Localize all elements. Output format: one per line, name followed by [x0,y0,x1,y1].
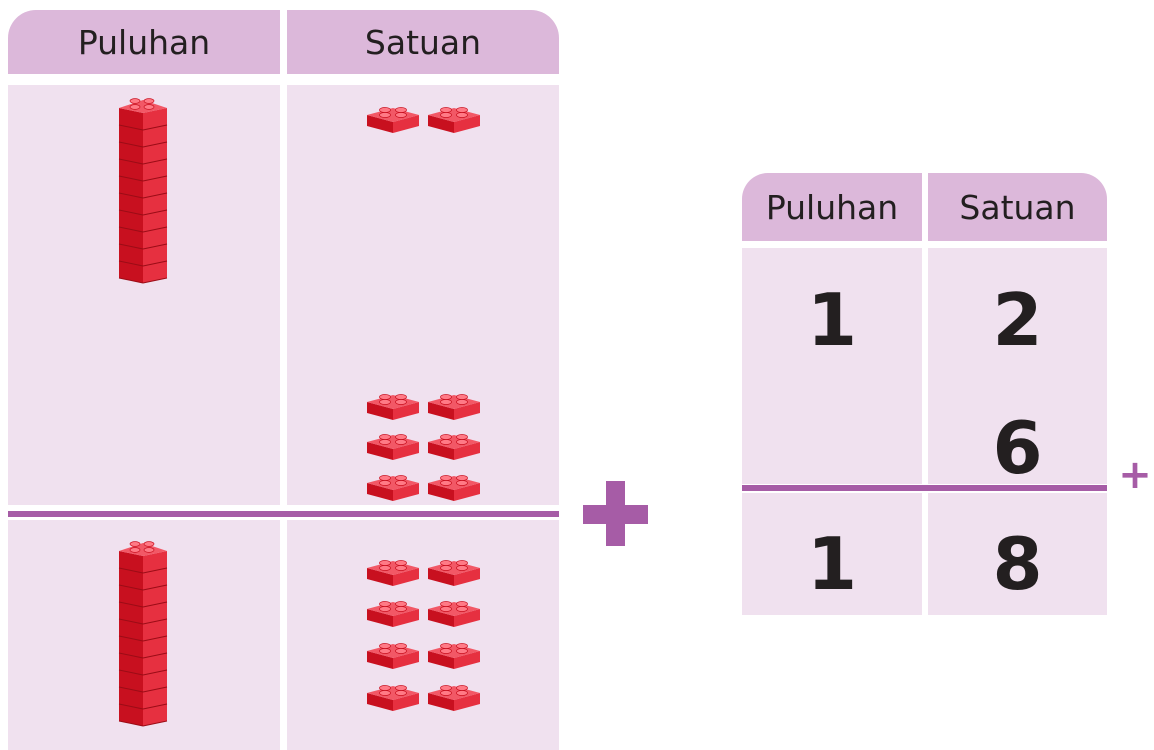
rod-layer [118,670,168,693]
unit-block [428,475,480,501]
left-header-tens-label: Puluhan [77,22,211,62]
unit-block [428,643,480,669]
unit-block [428,601,480,627]
unit-block [428,685,480,711]
right-top-tens-cell [742,248,922,484]
unit-block [367,475,419,501]
rod-top [119,541,167,556]
rod-layer [118,142,168,165]
rod-layer [118,176,168,199]
right-row2-tens-digit [742,398,922,498]
rod-layer [118,602,168,625]
rod-layer [118,159,168,182]
right-row3-tens-digit: 1 [806,522,858,606]
right-bottom-ones-cell [928,493,1107,615]
rod-layer [118,687,168,710]
rod-layer [118,108,168,131]
unit-block [367,560,419,586]
rod-layer [118,568,168,591]
right-sum-line [742,485,1107,491]
rod-layer [118,193,168,216]
right-header-ones: Satuan [928,173,1107,241]
right-header-tens: Puluhan [742,173,922,241]
unit-block [428,434,480,460]
left-header-ones-label: Satuan [364,22,482,62]
unit-block [428,107,480,133]
left-sum-line [8,511,559,517]
rod-layer [118,261,168,284]
rod-layer [118,585,168,608]
left-top-ones-cell [287,85,559,505]
rod-top [119,98,167,113]
ten-rod-row1 [118,98,168,284]
small-plus-sign: + [1118,452,1152,498]
right-row1-tens-digit: 1 [806,278,858,362]
unit-block [428,394,480,420]
rod-layer [118,244,168,267]
rod-layer [118,704,168,727]
left-header-ones: Satuan [287,10,559,74]
ten-rod-row3 [118,541,168,727]
unit-block [367,685,419,711]
right-row3-ones-digit: 8 [992,522,1043,606]
unit-block [367,434,419,460]
left-header-tens: Puluhan [8,10,280,74]
right-top-ones-cell [928,248,1107,484]
right-header-tens-label: Puluhan [765,187,899,227]
rod-layer [118,227,168,250]
rod-layer [118,210,168,233]
rod-layer [118,653,168,676]
rod-layer [118,619,168,642]
unit-block [367,601,419,627]
right-row2-ones-digit: 6 [992,406,1043,490]
left-bottom-ones-cell [287,520,559,750]
rod-layer [118,636,168,659]
right-bottom-tens-cell [742,493,922,615]
rod-layer [118,125,168,148]
unit-block [367,107,419,133]
unit-block [367,394,419,420]
right-row1-ones-digit: 2 [992,278,1043,362]
right-header-ones-label: Satuan [959,187,1076,227]
rod-layer [118,551,168,574]
unit-block [367,643,419,669]
unit-block [428,560,480,586]
big-plus-vertical [606,481,625,546]
